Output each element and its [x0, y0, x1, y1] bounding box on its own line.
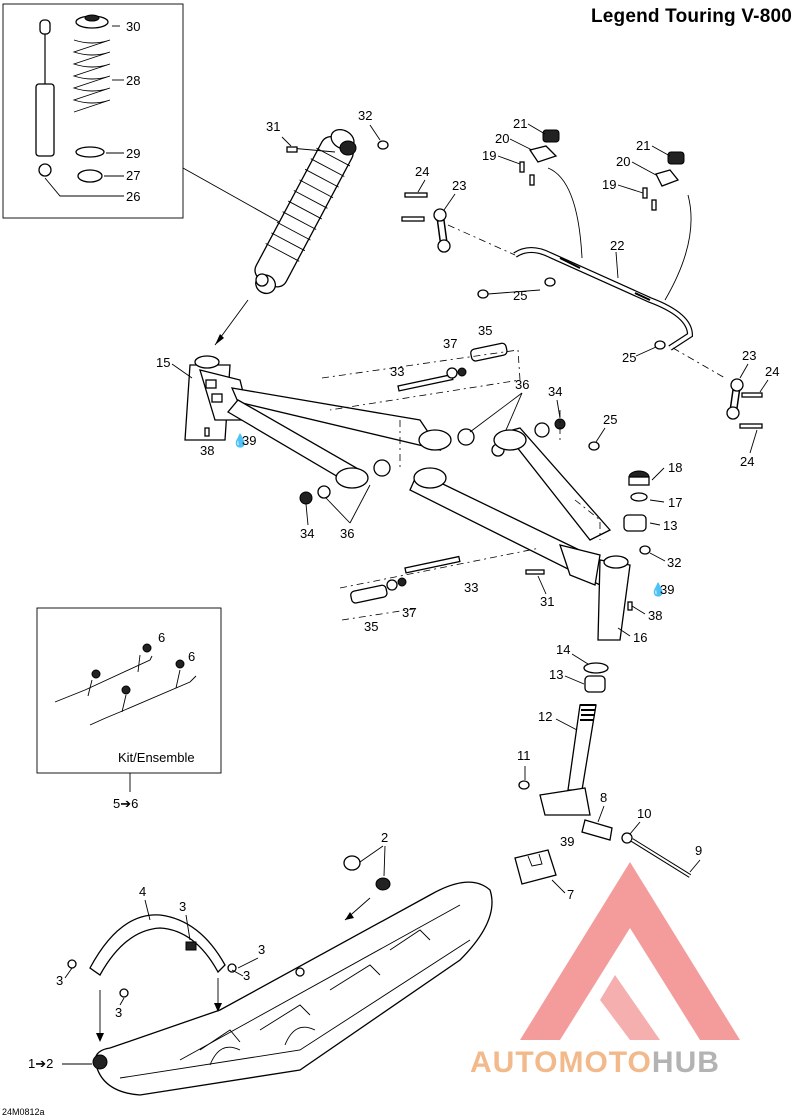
callout-23-right: 23	[742, 348, 756, 363]
callout-34-right: 34	[548, 384, 562, 399]
callout-39-left-num: 39	[242, 433, 256, 448]
callout-23-top: 23	[452, 178, 466, 193]
callout-34-left: 34	[300, 526, 314, 541]
watermark: AUTOMOTOHUB	[470, 862, 740, 1079]
callout-37-upper: 37	[443, 336, 457, 351]
upper-arm-bushings	[299, 418, 566, 505]
diagram-title: Legend Touring V-800	[590, 6, 792, 27]
lower-bolt-spacer	[350, 555, 461, 604]
callout-33-lower: 33	[464, 580, 478, 595]
callout-39-right: 💧	[650, 582, 666, 597]
callout-12: 12	[538, 709, 552, 724]
callout-6-upper: 6	[158, 630, 165, 645]
ski-reference: 1➔2	[28, 1056, 53, 1071]
callout-11: 11	[517, 748, 531, 763]
watermark-logo	[520, 862, 740, 1040]
callout-38-left: 38	[200, 443, 214, 458]
callout-32-lower: 32	[667, 555, 681, 570]
inset-spring	[72, 14, 111, 183]
callout-39-right-num: 39	[660, 582, 674, 597]
callout-10: 10	[637, 806, 651, 821]
callout-14: 14	[556, 642, 570, 657]
callout-35-upper: 35	[478, 323, 492, 338]
callout-3-b: 3	[258, 942, 265, 957]
callout-6-lower: 6	[188, 649, 195, 664]
shock-inset-parts	[35, 14, 124, 197]
callout-3-e: 3	[115, 1005, 122, 1020]
callout-33-upper: 33	[390, 364, 404, 379]
callout-24-top: 24	[415, 164, 429, 179]
callout-36-right: 36	[515, 377, 529, 392]
callout-25-top: 25	[513, 288, 527, 303]
callout-16: 16	[633, 630, 647, 645]
shock-inset-box	[2, 3, 184, 219]
stopper-block	[514, 849, 557, 885]
watermark-text: AUTOMOTOHUB	[470, 1046, 720, 1079]
callout-21-right: 21	[636, 138, 650, 153]
callout-32-top: 32	[358, 108, 372, 123]
spindle	[518, 662, 692, 878]
callout-3-c: 3	[243, 968, 250, 983]
callout-3-d: 3	[56, 973, 63, 988]
callout-18: 18	[668, 460, 682, 475]
callout-25-mid: 25	[622, 350, 636, 365]
callout-20-right: 20	[616, 154, 630, 169]
callout-15: 15	[156, 355, 170, 370]
callout-2: 2	[381, 830, 388, 845]
callout-31-lower: 31	[540, 594, 554, 609]
kit-inset-box	[36, 607, 222, 774]
callout-13-lower: 13	[549, 667, 563, 682]
callout-19-right: 19	[602, 177, 616, 192]
callout-17: 17	[668, 495, 682, 510]
shock-absorber	[254, 128, 357, 295]
bushing-set-left	[519, 129, 560, 186]
sway-bar	[513, 247, 694, 351]
callout-31-top: 31	[266, 119, 280, 134]
callout-38-right: 38	[648, 608, 662, 623]
callout-19-left: 19	[482, 148, 496, 163]
bushing-set-right	[642, 151, 685, 211]
callout-24-right-bot: 24	[740, 454, 754, 469]
callout-39-spindle: 39	[560, 834, 574, 849]
callout-37-lower: 37	[402, 605, 416, 620]
ski-handle	[67, 914, 237, 998]
callout-25-low: 25	[603, 412, 617, 427]
callout-27: 27	[126, 168, 140, 183]
callout-3-a: 3	[179, 899, 186, 914]
callout-13-upper: 13	[663, 518, 677, 533]
callout-8: 8	[600, 790, 607, 805]
lower-a-arm	[409, 427, 631, 641]
callout-24-right-top: 24	[765, 364, 779, 379]
callout-36-left: 36	[340, 526, 354, 541]
callout-26: 26	[126, 189, 140, 204]
callout-20-left: 20	[495, 131, 509, 146]
runner-carbides	[54, 643, 197, 726]
callout-29: 29	[126, 146, 140, 161]
ski	[92, 881, 493, 1096]
drawing-code: 24M0812a	[2, 1107, 45, 1117]
callout-9: 9	[695, 843, 702, 858]
callout-39-left: 💧	[232, 433, 248, 448]
callout-30: 30	[126, 19, 140, 34]
callout-21-left: 21	[513, 116, 527, 131]
callout-7: 7	[567, 887, 574, 902]
kit-label: Kit/Ensemble	[118, 750, 195, 765]
link-rod-upper	[401, 192, 451, 253]
callout-4: 4	[139, 884, 146, 899]
callout-28: 28	[126, 73, 140, 88]
upper-tube-caps	[623, 470, 650, 532]
upper-bolt-spacer	[397, 342, 508, 392]
kit-reference: 5➔6	[113, 796, 138, 811]
link-rod-lower	[726, 378, 763, 429]
upper-a-arm	[184, 355, 452, 489]
callout-22: 22	[610, 238, 624, 253]
callout-35-lower: 35	[364, 619, 378, 634]
